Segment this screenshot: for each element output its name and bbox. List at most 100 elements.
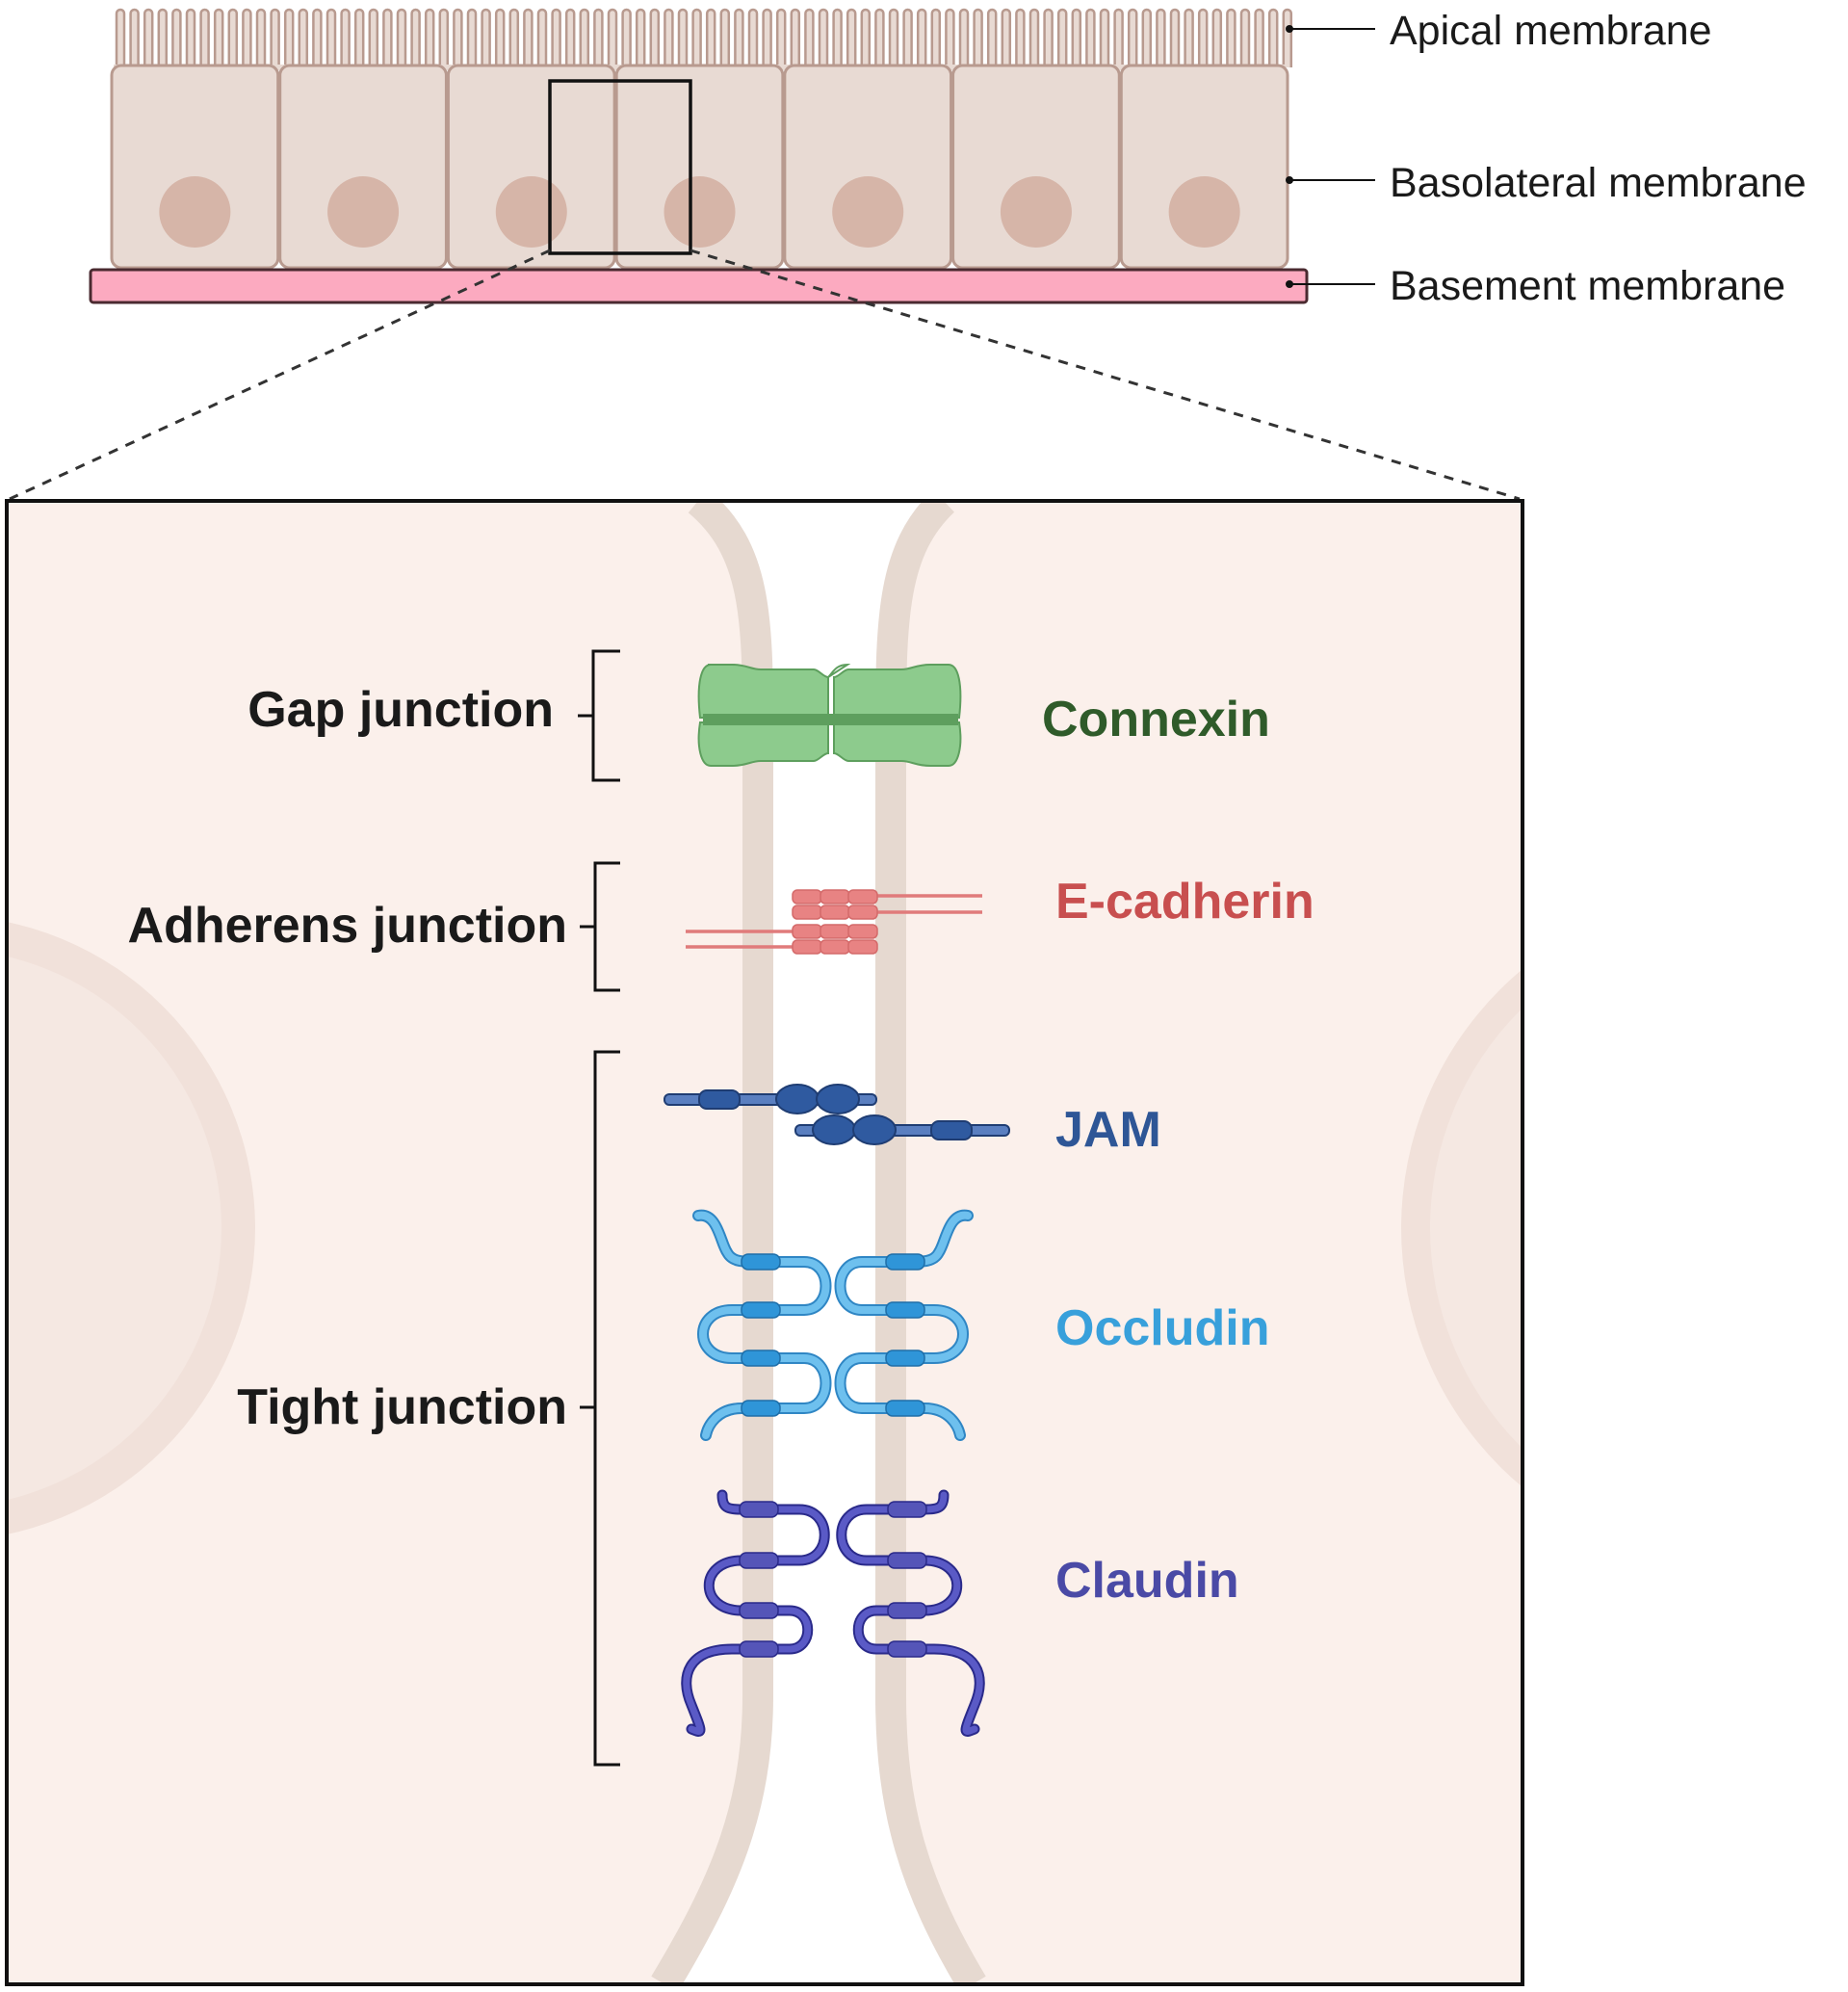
basement-membrane [89,268,1309,304]
cell-nucleus [664,176,736,248]
nucleus-right-inner [1430,1008,1523,1449]
basolateral-membrane-label: Basolateral membrane [1390,160,1807,206]
epithelial-cell [1119,64,1289,270]
microvillus [775,8,787,67]
microvillus [1211,8,1223,67]
microvillus [213,8,224,67]
microvillus [621,8,632,67]
microvillus [1141,8,1153,67]
microvillus [607,8,618,67]
microvillus [1001,8,1012,67]
microvillus [1071,8,1082,67]
microvillus [1226,8,1236,67]
microvillus [157,8,169,67]
cell-nucleus [159,176,231,248]
microvillus [551,8,561,67]
microvillus [382,8,393,67]
microvillus [1184,8,1194,67]
microvillus [115,8,126,67]
microvillus [1169,8,1181,67]
apical-membrane-label: Apical membrane [1390,8,1712,54]
gap-junction-label: Gap junction [247,682,554,738]
microvillus [649,8,661,67]
microvillus [536,8,548,67]
microvillus [1156,8,1166,67]
cell-row [110,64,1289,270]
microvillus [410,8,421,67]
microvillus [353,8,365,67]
microvillus [298,8,309,67]
microvillus [1197,8,1209,67]
microvillus [255,8,267,67]
junction-brackets [578,649,620,1767]
microvillus [860,8,872,67]
microvillus [874,8,885,67]
microvillus [523,8,534,67]
microvillus [270,8,280,67]
microvillus [143,8,154,67]
nucleus-left-inner [7,956,221,1501]
microvillus [494,8,506,67]
microvillus [1043,8,1054,67]
microvillus [368,8,379,67]
microvilli-border [115,8,1293,67]
ecadherin-label: E-cadherin [1055,874,1314,930]
microvillus [747,8,759,67]
claudin-icon [681,1489,985,1737]
epithelial-cell [278,64,448,270]
epithelial-layer [89,8,1309,304]
microvillus [790,8,801,67]
microvillus [832,8,843,67]
microvillus [804,8,815,67]
adherens-junction-label: Adherens junction [128,898,567,954]
microvillus [888,8,899,67]
microvillus [734,8,744,67]
microvillus [424,8,435,67]
microvillus [227,8,239,67]
microvillus [973,8,983,67]
microvillus [986,8,998,67]
jam-icon [664,1084,1010,1145]
cell-nucleus [1168,176,1240,248]
zoom-region-box [548,79,692,255]
microvillus [1028,8,1040,67]
microvillus [705,8,716,67]
microvillus [129,8,140,67]
occludin-label: Occludin [1055,1300,1269,1356]
microvillus [1239,8,1251,67]
microvillus [1282,8,1293,67]
cell-nucleus [1000,176,1072,248]
microvillus [945,8,955,67]
microvillus [438,8,450,67]
basement-membrane-label: Basement membrane [1390,263,1785,309]
tight-junction-label: Tight junction [237,1379,567,1435]
microvillus [902,8,913,67]
microvillus [325,8,337,67]
zoom-line-left [9,249,551,501]
connexin-icon [697,663,962,767]
microvillus [930,8,942,67]
microvillus [508,8,520,67]
microvillus [1113,8,1124,67]
cell-nucleus [327,176,400,248]
microvillus [1015,8,1026,67]
microvillus [171,8,182,67]
connexin-label: Connexin [1042,692,1270,747]
membrane-left [651,501,773,1984]
microvillus [1085,8,1096,67]
cell-nucleus [832,176,904,248]
microvillus [1127,8,1138,67]
microvillus [762,8,772,67]
microvillus [312,8,323,67]
microvillus [481,8,491,67]
jam-label: JAM [1055,1102,1161,1158]
microvillus [1267,8,1279,67]
epithelial-cell [783,64,953,270]
detail-frame [5,499,1524,1986]
microvillus [579,8,590,67]
microvillus [396,8,407,67]
membrane-right [875,501,986,1984]
microvillus [466,8,478,67]
occludin-icon [692,1209,974,1441]
